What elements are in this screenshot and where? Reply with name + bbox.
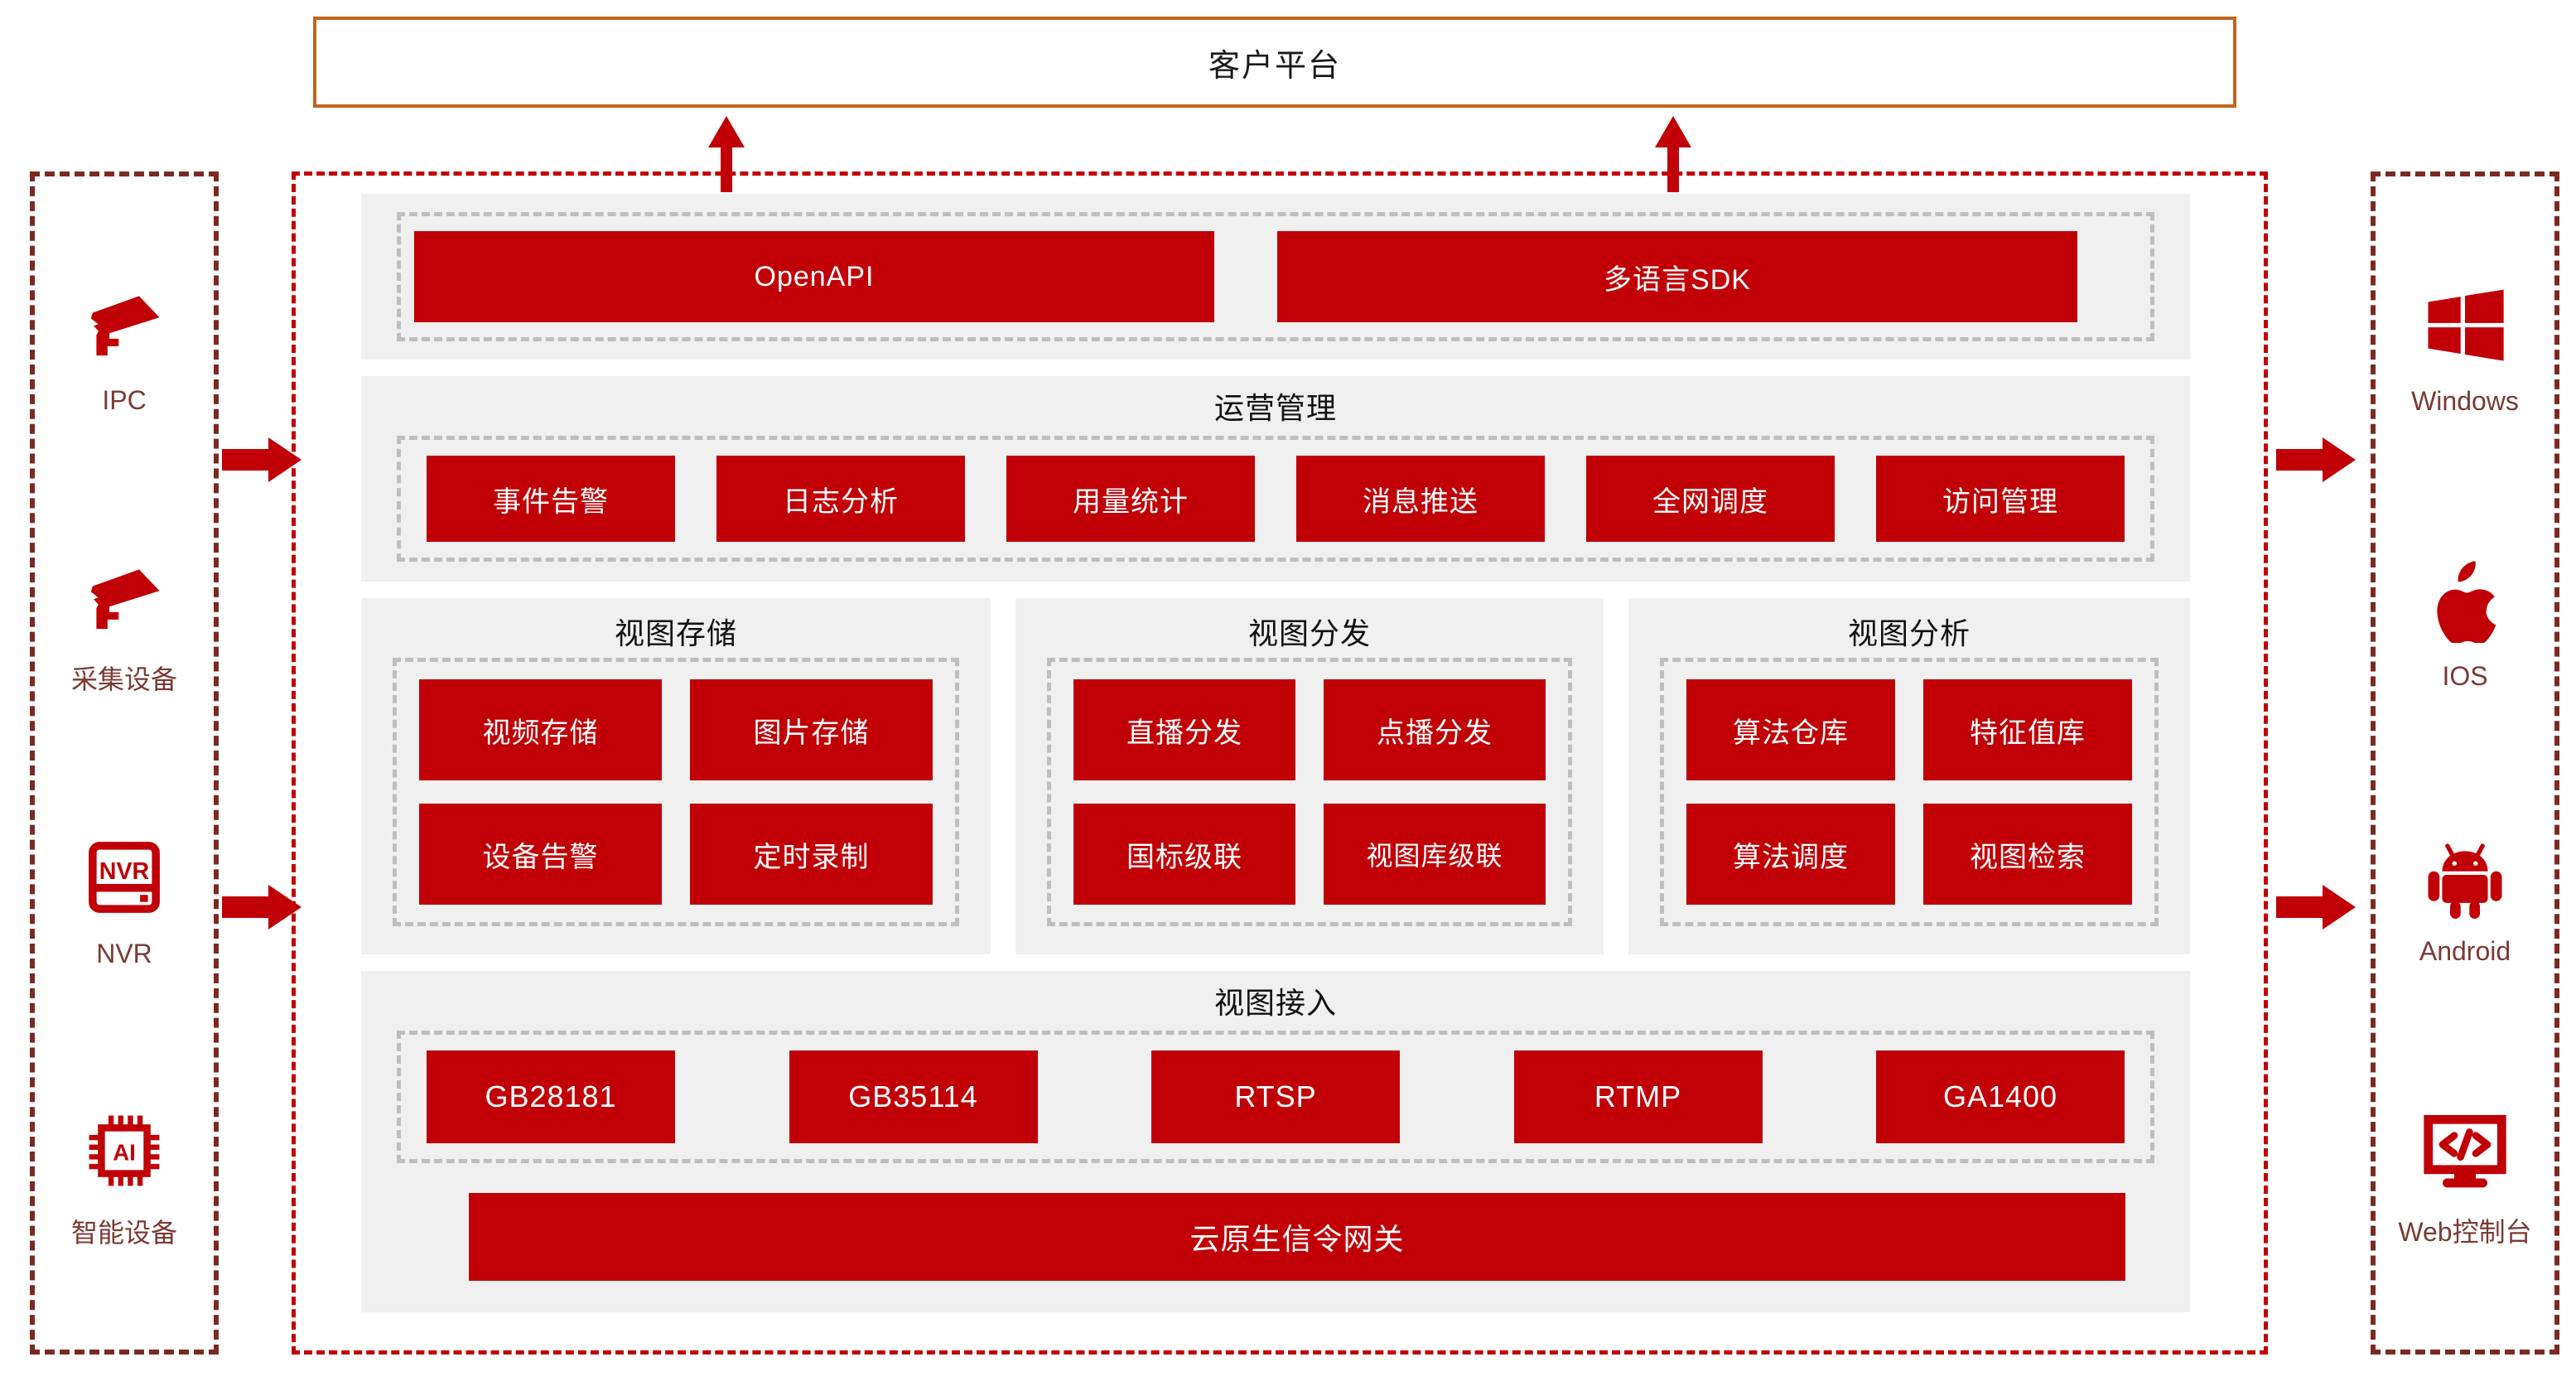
arrow-shaft [222,449,270,471]
client-android[interactable]: Android [2376,827,2554,967]
platform-architecture-container: OpenAPI 多语言SDK 运营管理 事件告警 日志分析 用量统计 消息推送 … [292,171,2268,1355]
client-label: IOS [2442,661,2488,692]
arrow-shaft [222,896,270,918]
chip-device-alarm[interactable]: 设备告警 [419,804,662,905]
client-label: Windows [2411,386,2519,417]
right-connector-arrow-bottom [2276,885,2356,930]
chip-log-analysis[interactable]: 日志分析 [716,456,965,542]
client-windows[interactable]: Windows [2376,277,2554,417]
arrow-head [2323,437,2356,482]
chip-event-alarm[interactable]: 事件告警 [427,456,675,542]
client-platform-box: 客户平台 [313,17,2236,108]
chip-multi-language-sdk[interactable]: 多语言SDK [1277,231,2077,322]
view-access-dashed-border [397,1031,2154,1163]
android-icon [2415,827,2515,923]
operations-title: 运营管理 [1213,391,1337,425]
operations-dashed-border [397,436,2154,562]
view-analysis-dashed-border [1660,658,2159,926]
capture-camera-icon [75,549,174,645]
operations-chip-row: 事件告警 日志分析 用量统计 消息推送 全网调度 访问管理 [427,456,2125,542]
view-storage-chip-grid: 视频存储 图片存储 设备告警 定时录制 [419,679,933,905]
arrow-shaft [1667,142,1679,192]
view-distribution-panel: 视图分发 直播分发 点播分发 国标级联 视图库级联 [1015,598,1604,954]
chip-image-storage[interactable]: 图片存储 [690,679,933,780]
chip-gb-cascade[interactable]: 国标级联 [1073,804,1295,905]
device-capture[interactable]: 采集设备 [35,549,214,697]
chip-network-schedule[interactable]: 全网调度 [1586,456,1835,542]
chip-algorithm-schedule[interactable]: 算法调度 [1686,804,1895,905]
client-web-console[interactable]: Web控制台 [2376,1102,2554,1249]
chip-scheduled-record[interactable]: 定时录制 [690,804,933,905]
left-device-column: IPC 采集设备 NVR [30,171,219,1355]
view-distribution-chip-grid: 直播分发 点播分发 国标级联 视图库级联 [1073,679,1546,905]
operations-panel: 运营管理 事件告警 日志分析 用量统计 消息推送 全网调度 访问管理 [361,376,2190,582]
view-analysis-chip-grid: 算法仓库 特征值库 算法调度 视图检索 [1686,679,2132,905]
view-analysis-panel: 视图分析 算法仓库 特征值库 算法调度 视图检索 [1628,598,2190,954]
view-distribution-dashed-border [1047,658,1572,926]
view-access-chip-row: GB28181 GB35114 RTSP RTMP GA1400 [427,1050,2125,1143]
client-label: Android [2419,935,2511,966]
up-arrow-left [708,116,745,192]
windows-icon [2415,277,2515,373]
api-layer-panel: OpenAPI 多语言SDK [361,194,2190,360]
nvr-icon: NVR [75,829,174,925]
arrow-head [268,437,301,482]
chip-usage-stats[interactable]: 用量统计 [1006,456,1255,542]
device-nvr[interactable]: NVR NVR [35,829,214,969]
svg-text:AI: AI [113,1139,136,1165]
up-arrow-right [1655,116,1691,192]
arrow-shaft [2276,449,2324,471]
chip-viewlib-cascade[interactable]: 视图库级联 [1324,804,1546,905]
chip-feature-db[interactable]: 特征值库 [1923,679,2132,780]
api-dashed-border [397,212,2154,341]
svg-text:NVR: NVR [99,858,150,885]
ip-camera-icon [75,276,174,372]
chip-openapi[interactable]: OpenAPI [414,231,1214,322]
device-label: 智能设备 [70,1217,177,1248]
view-access-title: 视图接入 [1213,986,1337,1020]
left-connector-arrow-bottom [222,885,301,930]
arrow-shaft [2276,896,2324,918]
apple-icon [2415,552,2515,648]
view-storage-title: 视图存储 [614,616,737,650]
arrow-shaft [721,142,732,192]
device-label: IPC [102,385,147,416]
chip-message-push[interactable]: 消息推送 [1296,456,1545,542]
chip-view-search[interactable]: 视图检索 [1923,804,2132,905]
view-storage-dashed-border [393,658,959,926]
chip-algorithm-repo[interactable]: 算法仓库 [1686,679,1895,780]
chip-rtsp[interactable]: RTSP [1151,1050,1400,1143]
chip-video-storage[interactable]: 视频存储 [419,679,662,780]
left-connector-arrow-top [222,437,301,482]
chip-gb28181[interactable]: GB28181 [427,1050,675,1143]
device-label: 采集设备 [70,664,177,694]
view-access-panel: 视图接入 GB28181 GB35114 RTSP RTMP GA1400 云原… [361,971,2190,1312]
device-label: NVR [96,939,152,969]
chip-access-mgmt[interactable]: 访问管理 [1876,456,2125,542]
ai-chip-icon: AI [75,1103,174,1199]
web-console-icon [2415,1102,2515,1198]
client-ios[interactable]: IOS [2376,552,2554,692]
chip-live-distribution[interactable]: 直播分发 [1073,679,1295,780]
device-ai[interactable]: AI 智能设备 [35,1103,214,1250]
chip-vod-distribution[interactable]: 点播分发 [1324,679,1546,780]
chip-rtmp[interactable]: RTMP [1513,1050,1763,1143]
right-connector-arrow-top [2276,437,2356,482]
arrow-head [708,116,745,147]
chip-ga1400[interactable]: GA1400 [1876,1050,2125,1143]
client-label: Web控制台 [2398,1216,2532,1247]
device-ipc[interactable]: IPC [35,276,214,416]
right-client-column: Windows IOS [2371,171,2559,1355]
chip-cloud-native-signaling-gateway[interactable]: 云原生信令网关 [469,1193,2125,1281]
arrow-head [268,885,301,930]
view-storage-panel: 视图存储 视频存储 图片存储 设备告警 定时录制 [361,598,991,954]
arrow-head [2323,885,2356,930]
client-platform-label: 客户平台 [1208,48,1341,84]
view-distribution-title: 视图分发 [1247,616,1371,650]
arrow-head [1655,116,1691,147]
view-analysis-title: 视图分析 [1847,616,1971,650]
chip-gb35114[interactable]: GB35114 [789,1050,1038,1143]
